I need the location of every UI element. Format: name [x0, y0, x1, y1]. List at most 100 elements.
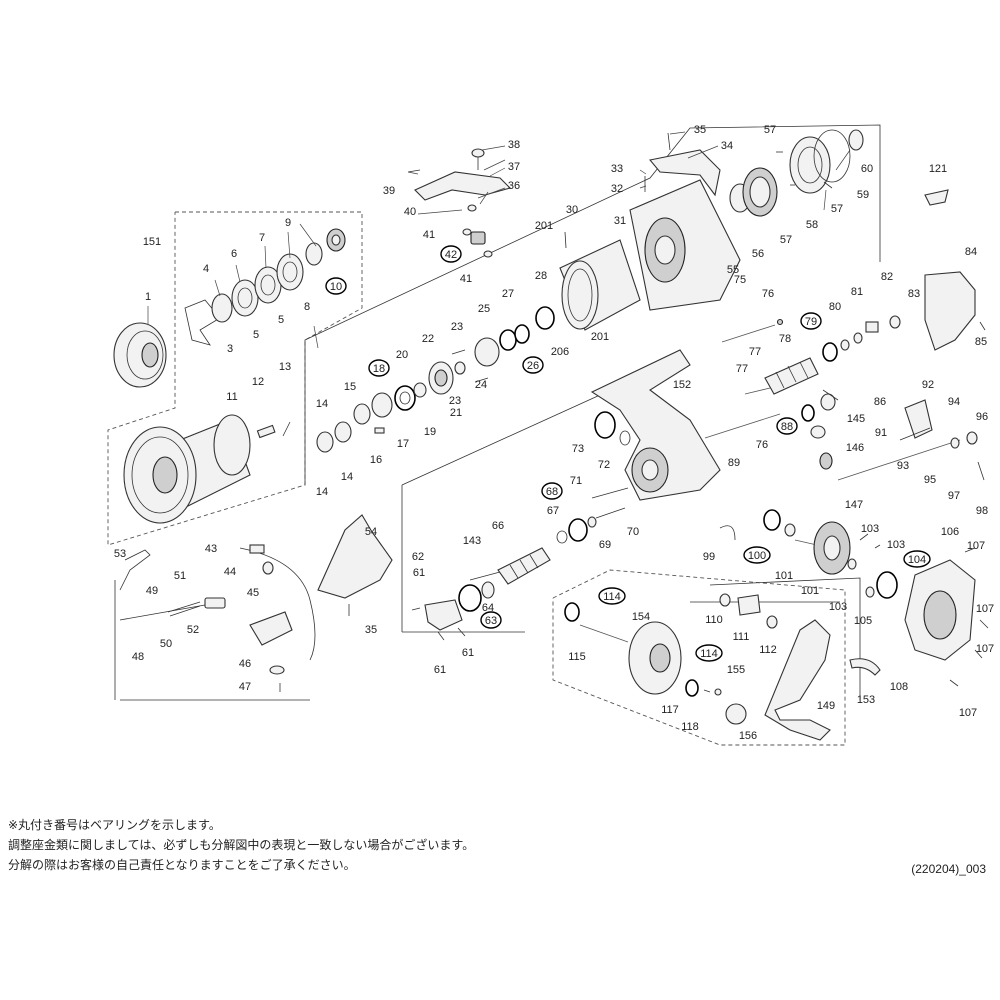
part-label: 106 [941, 526, 959, 538]
part-number-text: 67 [547, 505, 559, 517]
bearing-marker-ring [480, 611, 502, 629]
part-label: 4 [203, 263, 209, 275]
part-label: 17 [397, 438, 409, 450]
part-label: 103 [887, 539, 905, 551]
part-label: 46 [239, 658, 251, 670]
part-number-text: 75 [734, 274, 746, 286]
part-number-text: 112 [759, 644, 777, 656]
part-label: 8 [304, 301, 310, 313]
part-number-text: 156 [739, 730, 757, 742]
part-number-text: 88 [781, 421, 793, 433]
part-label: 45 [247, 587, 259, 599]
part-number-text: 61 [462, 647, 474, 659]
part-number-text: 92 [922, 379, 934, 391]
part-label: 69 [599, 539, 611, 551]
part-number-text: 107 [967, 540, 985, 552]
bearing-part-label: 79 [800, 312, 822, 330]
part-number-text: 68 [546, 486, 558, 498]
part-number-text: 28 [535, 270, 547, 282]
part-label: 93 [897, 460, 909, 472]
part-number-text: 9 [285, 217, 291, 229]
part-label: 23 [449, 395, 461, 407]
part-label: 98 [976, 505, 988, 517]
part-label: 48 [132, 651, 144, 663]
part-label: 155 [727, 664, 745, 676]
part-label: 47 [239, 681, 251, 693]
bearing-part-label: 104 [903, 550, 931, 568]
bearing-marker-ring [776, 417, 798, 435]
part-number-text: 107 [976, 643, 994, 655]
part-label: 24 [475, 379, 487, 391]
lever-group [119, 544, 316, 692]
drag-washers-group [316, 231, 591, 453]
part-number-text: 143 [463, 535, 481, 547]
part-number-text: 20 [396, 349, 408, 361]
part-label: 97 [948, 490, 960, 502]
part-number-text: 103 [887, 539, 905, 551]
part-number-text: 57 [831, 203, 843, 215]
part-number-text: 107 [976, 603, 994, 615]
part-label: 61 [413, 567, 425, 579]
part-label: 5 [253, 329, 259, 341]
part-label: 44 [224, 566, 236, 578]
part-number-text: 43 [205, 543, 217, 555]
part-number-text: 21 [450, 407, 462, 419]
part-number-text: 86 [874, 396, 886, 408]
part-number-text: 39 [383, 185, 395, 197]
part-label: 61 [462, 647, 474, 659]
part-label: 13 [279, 361, 291, 373]
bearing-part-label: 88 [776, 417, 798, 435]
bearing-marker-ring [695, 644, 723, 662]
part-label: 33 [611, 163, 623, 175]
part-label: 107 [967, 540, 985, 552]
part-label: 5 [278, 314, 284, 326]
part-number-text: 105 [854, 615, 872, 627]
part-number-text: 63 [485, 615, 497, 627]
part-label: 6 [231, 248, 237, 260]
part-number-text: 151 [143, 236, 161, 248]
part-label: 149 [817, 700, 835, 712]
part-number-text: 115 [568, 651, 586, 663]
part-number-text: 106 [941, 526, 959, 538]
part-number-text: 104 [908, 554, 926, 566]
part-label: 103 [829, 601, 847, 613]
part-number-text: 16 [370, 454, 382, 466]
part-number-text: 46 [239, 658, 251, 670]
part-number-text: 121 [929, 163, 947, 175]
bearing-marker-ring [440, 245, 462, 263]
part-label: 51 [174, 570, 186, 582]
part-label: 73 [572, 443, 584, 455]
part-label: 206 [551, 346, 569, 358]
part-number-text: 51 [174, 570, 186, 582]
part-number-text: 70 [627, 526, 639, 538]
part-label: 27 [502, 288, 514, 300]
part-label: 1 [145, 291, 151, 303]
part-number-text: 23 [451, 321, 463, 333]
part-number-text: 5 [278, 314, 284, 326]
footnote-disassembly: 分解の際はお客様の自己責任となりますことをご了承ください。 [8, 858, 356, 872]
part-number-text: 58 [806, 219, 818, 231]
bearing-part-label: 114 [598, 587, 626, 605]
part-number-text: 6 [231, 248, 237, 260]
part-number-text: 114 [603, 591, 621, 603]
part-label: 83 [908, 288, 920, 300]
bearing-marker-ring [522, 356, 544, 374]
part-label: 156 [739, 730, 757, 742]
part-number-text: 24 [475, 379, 487, 391]
bearing-marker-ring [541, 482, 563, 500]
part-number-text: 41 [423, 229, 435, 241]
part-number-text: 25 [478, 303, 490, 315]
part-label: 16 [370, 454, 382, 466]
part-number-text: 101 [801, 585, 819, 597]
part-number-text: 76 [756, 439, 768, 451]
part-label: 118 [681, 721, 699, 733]
part-number-text: 81 [851, 286, 863, 298]
part-label: 201 [535, 220, 553, 232]
part-number-text: 99 [703, 551, 715, 563]
part-label: 82 [881, 271, 893, 283]
part-number-text: 152 [673, 379, 691, 391]
part-label: 70 [627, 526, 639, 538]
part-label: 30 [566, 204, 578, 216]
part-number-text: 84 [965, 246, 977, 258]
